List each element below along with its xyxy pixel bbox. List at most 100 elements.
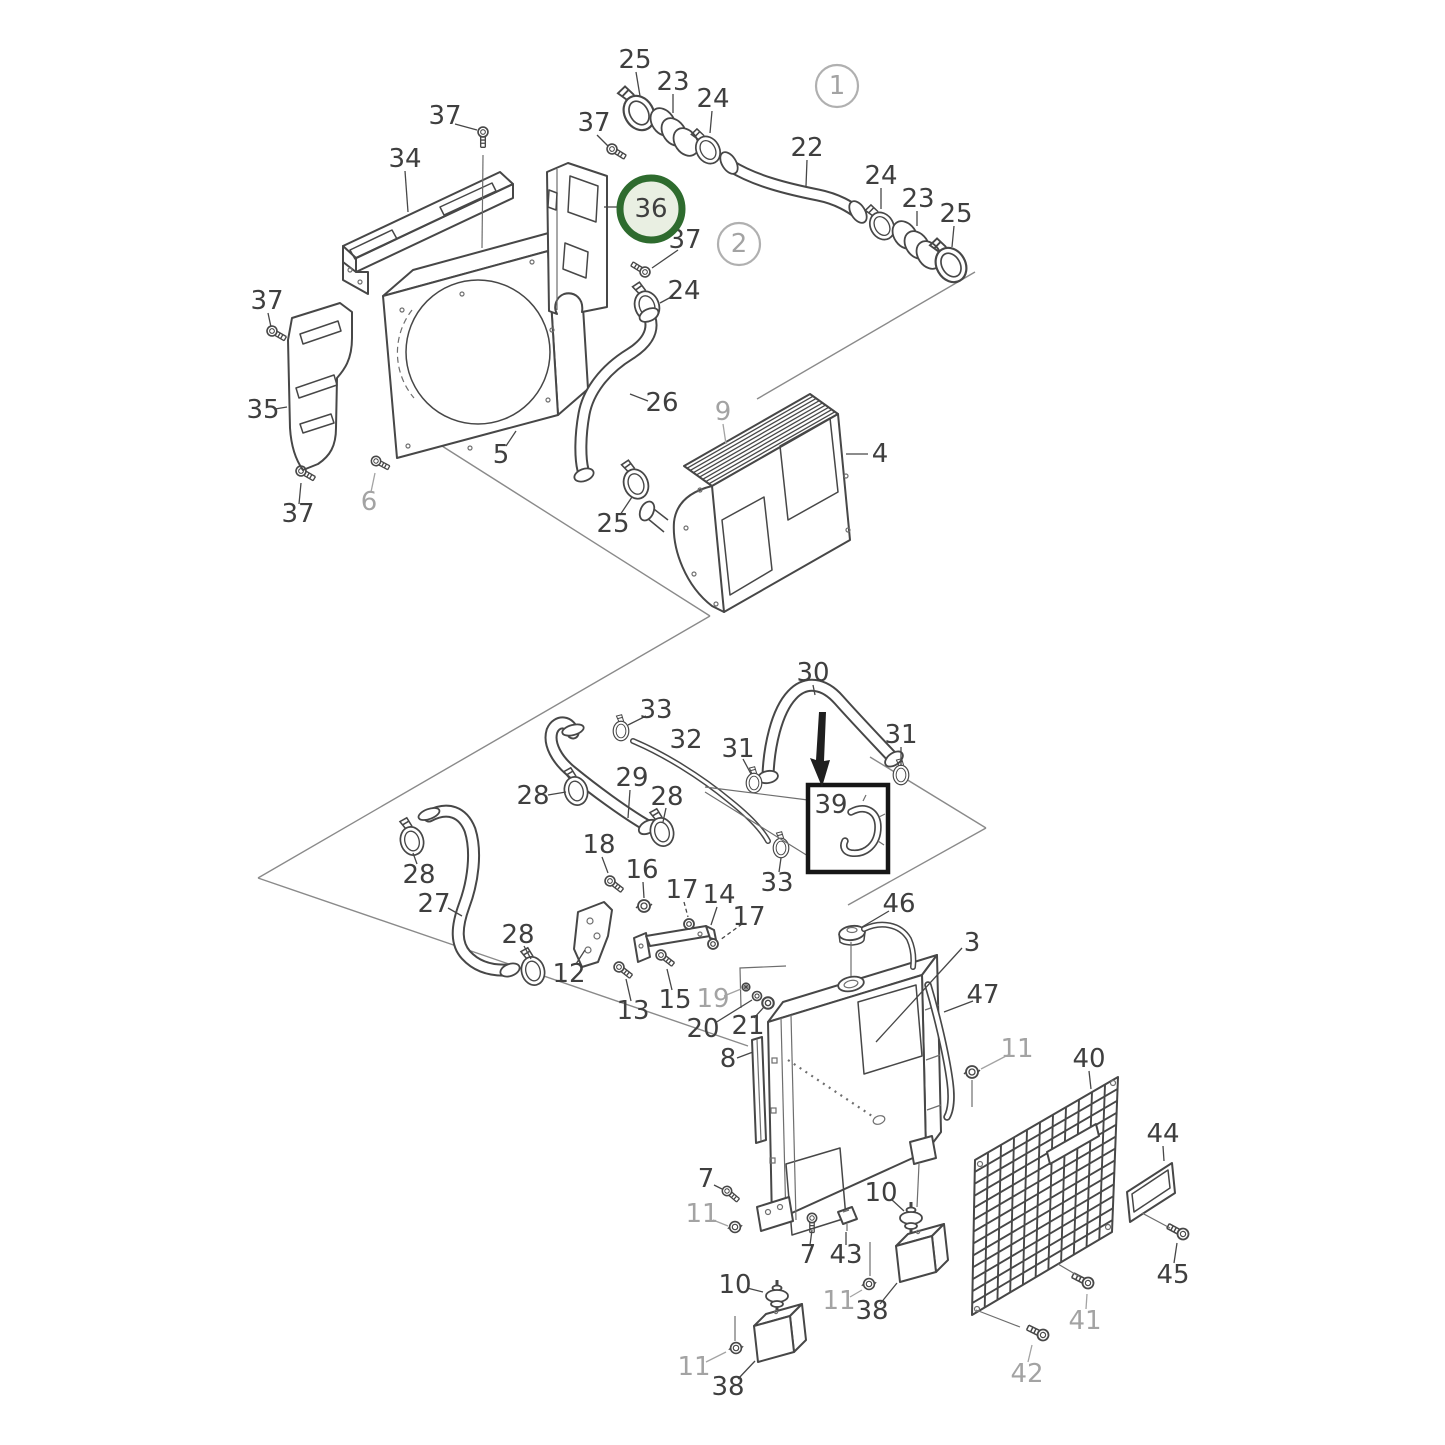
mounting-hardware — [719, 1065, 981, 1363]
ladder-line — [1047, 1114, 1054, 1270]
part-46-radiator-cap — [838, 921, 917, 976]
leader-31 — [742, 758, 752, 775]
leader-3 — [875, 947, 963, 1043]
hose-26-assembly — [573, 277, 665, 504]
callout-17-37: 17 — [732, 902, 765, 932]
leader-45 — [1173, 1242, 1178, 1264]
leader-11 — [705, 1351, 727, 1363]
detail-box-39 — [704, 712, 891, 875]
hose-29-assembly — [544, 716, 678, 850]
ladder-line — [974, 1088, 1119, 1173]
callout-19-43: 19 — [696, 984, 729, 1014]
callout-8-46: 8 — [720, 1044, 737, 1074]
leader-28 — [523, 945, 532, 960]
ladder-line — [1072, 1099, 1080, 1255]
leader-12 — [575, 949, 586, 965]
leader-22 — [805, 159, 808, 187]
ladder-line — [983, 1152, 989, 1308]
callout-28-28: 28 — [650, 782, 683, 812]
leader-26 — [629, 393, 649, 402]
leader-29 — [627, 789, 631, 819]
leader-14 — [710, 906, 718, 926]
screws-37 — [264, 126, 653, 484]
callout-11-60: 11 — [822, 1286, 855, 1316]
callout-37-3: 37 — [577, 108, 610, 138]
callout-10-51: 10 — [864, 1178, 897, 1208]
leader-40 — [1088, 1070, 1092, 1090]
callout-33-22: 33 — [639, 695, 672, 725]
callout-28-32: 28 — [501, 920, 534, 950]
part-35-side-shroud-cover — [287, 302, 353, 471]
callout-24-5: 24 — [864, 161, 897, 191]
ladder-line — [1021, 1129, 1028, 1285]
small-fasteners-mid — [602, 873, 787, 1010]
bracket-14 — [633, 925, 717, 963]
leader-10 — [890, 1198, 905, 1212]
leader-24 — [659, 295, 674, 304]
callout-21-45: 21 — [731, 1011, 764, 1041]
leader-38 — [737, 1360, 756, 1380]
construction-lines — [257, 271, 987, 1047]
leader-44 — [1162, 1145, 1165, 1162]
leader-37 — [596, 134, 609, 147]
reference-circle-label-1: 1 — [829, 71, 846, 101]
callout-37-16: 37 — [281, 499, 314, 529]
callout-35-13: 35 — [246, 395, 279, 425]
callout-11-49: 11 — [1000, 1034, 1033, 1064]
callout-4-19: 4 — [872, 439, 889, 469]
ladder-line — [972, 1195, 1114, 1281]
leader-24 — [709, 110, 713, 134]
reference-circle-1 — [814, 63, 860, 109]
callout-10-62: 10 — [718, 1270, 751, 1300]
callout-24-2: 24 — [696, 84, 729, 114]
leader-25 — [619, 496, 633, 516]
highlight-ring-36 — [616, 174, 686, 244]
callout-12-40: 12 — [552, 959, 585, 989]
callout-25-0: 25 — [618, 45, 651, 75]
leader-21 — [753, 1006, 765, 1019]
callout-13-41: 13 — [616, 996, 649, 1026]
leader-28 — [412, 852, 418, 865]
grille-bolts — [975, 1220, 1192, 1344]
callout-9-18: 9 — [715, 397, 732, 427]
callout-43-59: 43 — [829, 1240, 862, 1270]
callout-11-57: 11 — [685, 1199, 718, 1229]
grille-bars — [971, 1084, 1119, 1308]
callout-38-64: 38 — [711, 1372, 744, 1402]
leader-25 — [635, 71, 641, 97]
callout-7-56: 7 — [698, 1164, 715, 1194]
ladder-line — [689, 397, 817, 472]
ladder-line — [973, 1147, 1116, 1233]
ladder-line — [1098, 1084, 1106, 1240]
callout-3-47: 3 — [964, 928, 981, 958]
part-6-bolt — [368, 453, 392, 473]
leader-20 — [714, 999, 753, 1024]
ladder-line — [1085, 1092, 1093, 1248]
callout-25-7: 25 — [939, 199, 972, 229]
callout-45-53: 45 — [1156, 1260, 1189, 1290]
pointer-arrow — [810, 712, 830, 787]
callout-34-8: 34 — [388, 144, 421, 174]
ladder-line — [693, 400, 820, 474]
callout-14-36: 14 — [702, 880, 735, 910]
callout-20-44: 20 — [686, 1014, 719, 1044]
callout-18-33: 18 — [582, 830, 615, 860]
leader-37 — [298, 482, 302, 505]
leader-28 — [662, 807, 667, 823]
callout-6-15: 6 — [361, 487, 378, 517]
callout-46-39: 46 — [882, 889, 915, 919]
leader-11 — [849, 1289, 863, 1298]
callout-17-35: 17 — [665, 875, 698, 905]
part-4-intercooler — [638, 393, 851, 613]
part-44-badge — [1126, 1162, 1176, 1229]
leader-6 — [370, 472, 376, 493]
part-38-mount-left — [753, 1303, 807, 1363]
leader-16 — [642, 881, 645, 899]
leader-11 — [712, 1219, 729, 1227]
callout-32-23: 32 — [669, 725, 702, 755]
ladder-line — [972, 1183, 1115, 1269]
leader-35 — [274, 406, 288, 410]
